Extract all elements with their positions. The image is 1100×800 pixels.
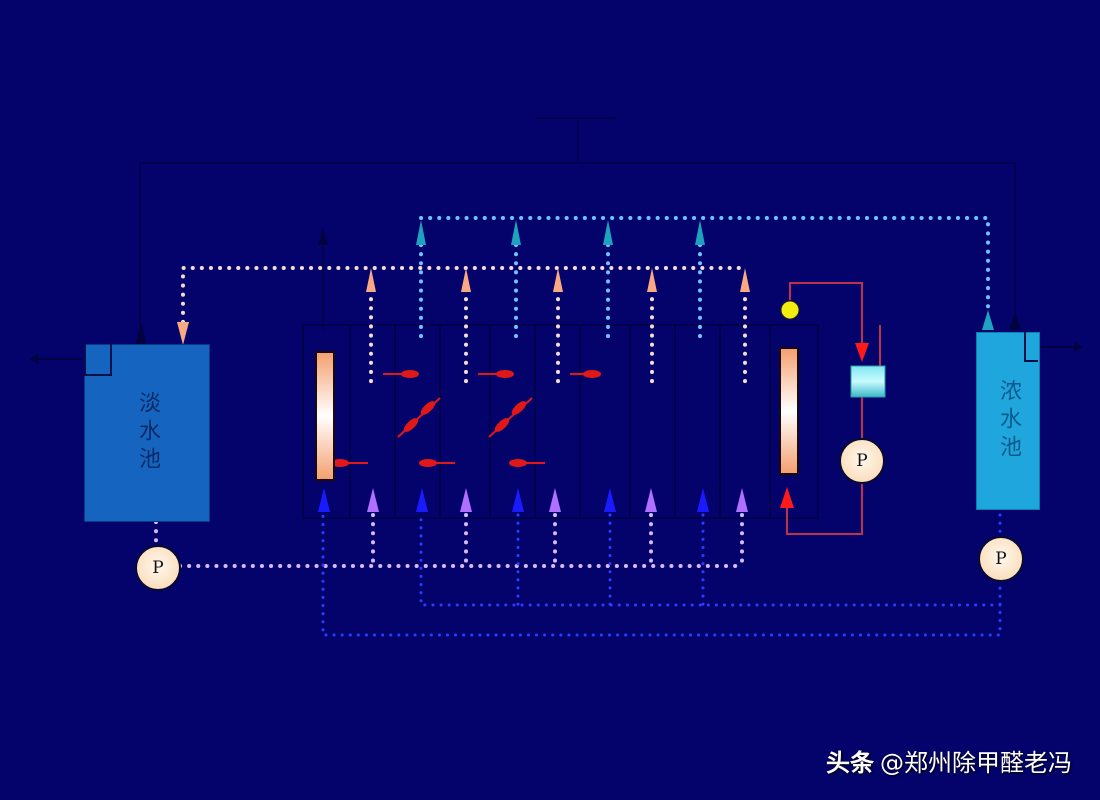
pump-label: P <box>995 549 1007 569</box>
dilute-return-arrow <box>177 322 189 345</box>
watermark-brand: 头条 <box>826 749 874 777</box>
electrode-loop-arrow-down <box>855 343 869 362</box>
concentrate-inflow-arrow <box>982 310 994 330</box>
electrode-pump: P <box>839 438 885 484</box>
stack-frame <box>302 324 819 519</box>
concentrate-tank-overflow-weir <box>1024 332 1038 362</box>
concentrate-outlet-arrows <box>416 220 994 330</box>
concentrate-pump: P <box>978 536 1024 582</box>
anode-electrode <box>315 351 335 481</box>
watermark-author: @郑州除甲醛老冯 <box>880 749 1072 777</box>
concentrate-outlet-flow <box>419 216 990 347</box>
concentrate-tank-inlet <box>1009 312 1021 330</box>
gas-vent-indicator <box>780 300 800 320</box>
dilute-feed-arrows <box>367 488 748 512</box>
concentrate-feed-arrows <box>318 488 709 512</box>
dilute-outflow-arrow <box>30 354 38 364</box>
watermark: 头条@郑州除甲醛老冯 <box>826 743 1072 778</box>
pump-label: P <box>152 558 164 578</box>
concentrate-feed-flow <box>321 513 1002 637</box>
top-vent-arrow <box>318 228 328 245</box>
ion-migration-arrows <box>331 370 601 467</box>
electrode-rinse-loop <box>786 282 881 535</box>
dilute-tank-label: 淡水池 <box>135 391 160 475</box>
dilute-tank: 淡水池 <box>84 344 210 522</box>
concentrate-outflow-arrow <box>1074 342 1082 352</box>
dilute-outlet-arrows <box>177 268 750 345</box>
electrode-loop-arrow-up <box>780 487 794 508</box>
cathode-electrode <box>779 347 799 475</box>
dilute-pump: P <box>135 545 181 591</box>
dilute-feed-flow <box>154 513 744 568</box>
dilute-outlet-flow <box>181 266 747 387</box>
dilute-tank-inlet <box>135 322 147 345</box>
electrode-tank <box>850 365 886 398</box>
top-manifold-line <box>139 117 1016 335</box>
concentrate-tank-label: 浓水池 <box>996 379 1021 463</box>
dilute-tank-overflow-weir <box>84 344 112 376</box>
pump-label: P <box>856 451 868 471</box>
